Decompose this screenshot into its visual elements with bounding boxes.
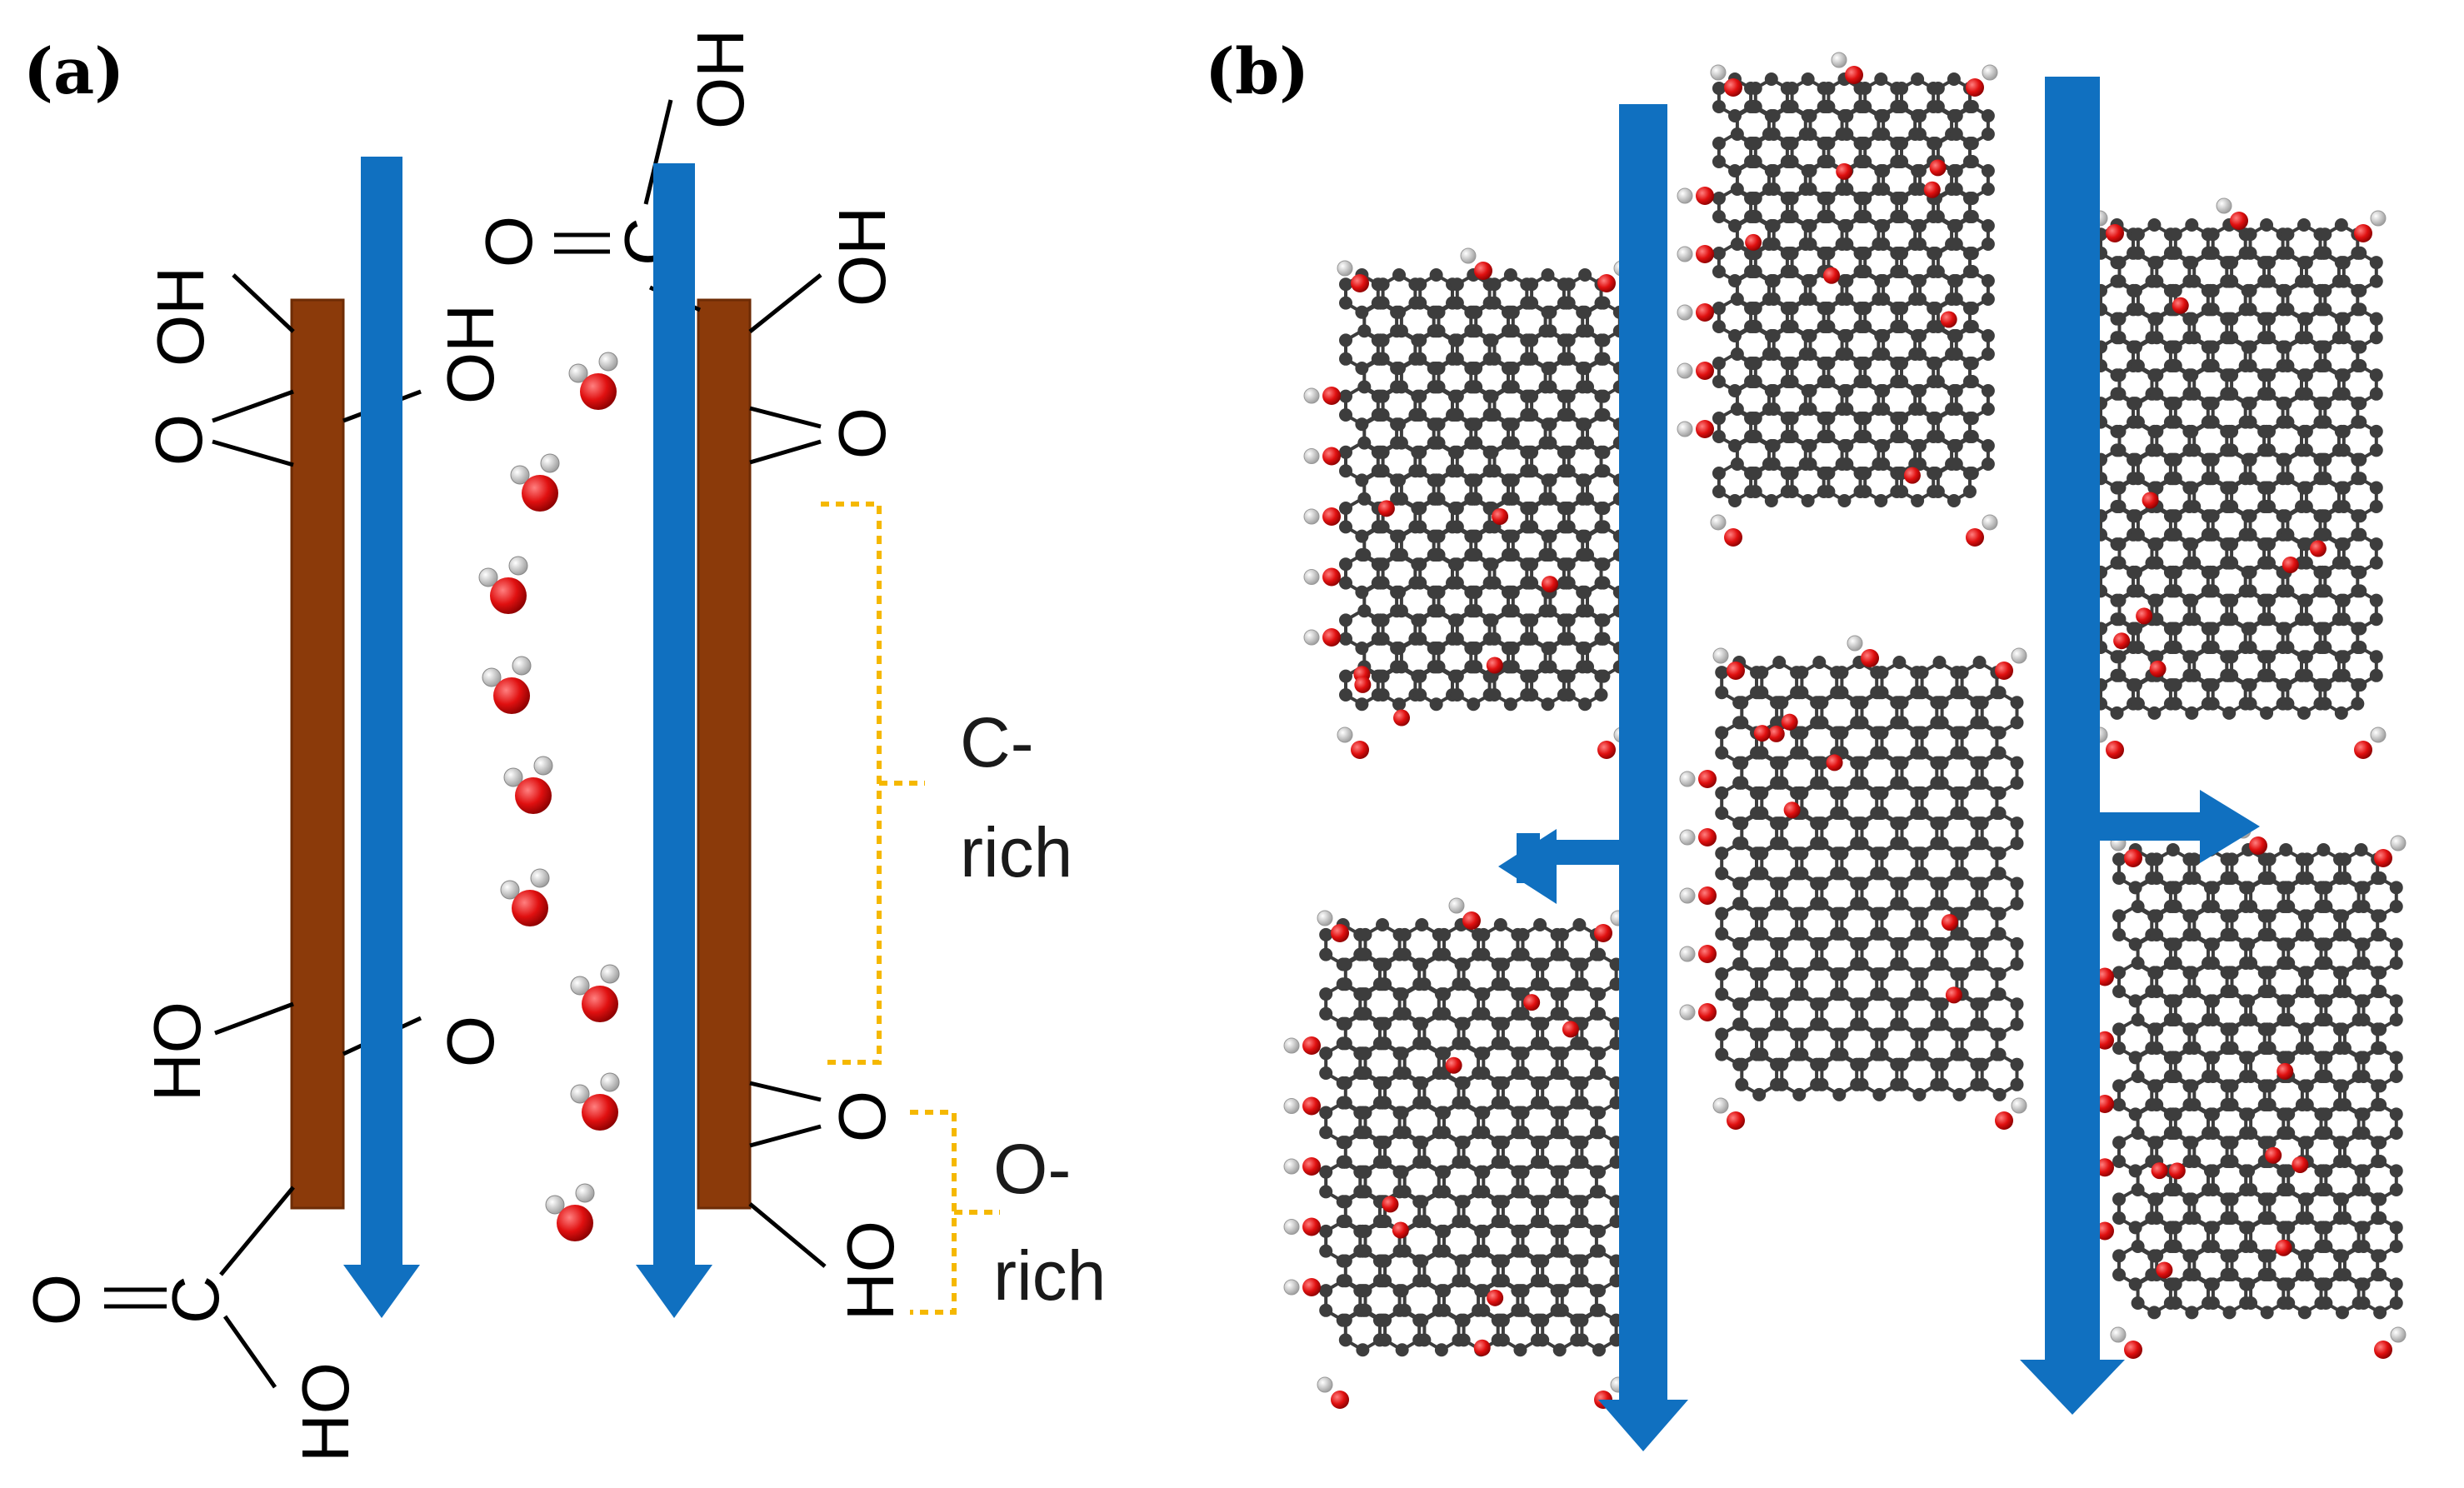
- label-oh-left-inner: OH: [433, 304, 507, 404]
- c-rich-line1: C-: [960, 703, 1034, 781]
- graphene-oxide-sheet-icon: [2077, 822, 2407, 1359]
- panel-a-label: (a): [23, 34, 124, 108]
- label-ho-carboxyl-bottom: HO: [288, 1362, 362, 1462]
- label-oh-carboxyl-top: OH: [683, 29, 757, 129]
- arrow-down-icon: [636, 163, 712, 1318]
- water-molecule-icon: [503, 756, 553, 814]
- label-oh-left-top: OH: [143, 267, 217, 367]
- water-molecule-icon: [500, 868, 550, 926]
- label-c-carboxyl-bottom: C: [158, 1276, 232, 1324]
- graphene-oxide-sheets: [1283, 52, 2407, 1409]
- panel-a-flow-arrows: [343, 157, 712, 1318]
- graphene-layer-right: [697, 298, 752, 1210]
- panel-b-flow-arrows: [1498, 77, 2260, 1451]
- label-ho-left-bottom: HO: [140, 1001, 214, 1101]
- graphene-oxide-sheet-icon: [1677, 52, 1998, 547]
- arrow-down-icon: [2020, 77, 2125, 1415]
- graphene-oxide-sheet-icon: [1679, 635, 2027, 1130]
- bracket-o-rich: [910, 1110, 957, 1315]
- panel-a: (a): [19, 29, 1106, 1462]
- arrow-down-icon: [343, 157, 420, 1318]
- brackets: [821, 502, 1000, 1315]
- branch-arrow-right: [2087, 790, 2260, 863]
- label-o-carbonyl-top: O: [472, 216, 546, 267]
- c-rich-line2: rich: [960, 813, 1072, 891]
- water-molecule-icon: [570, 964, 620, 1022]
- label-o-right-epoxide: O: [825, 407, 899, 459]
- label-ho-right-bottom: HO: [833, 1221, 907, 1321]
- branch-arrow-left: [1498, 829, 1662, 904]
- panel-b: (b): [1205, 34, 2407, 1451]
- graphene-oxide-sheet-icon: [2058, 197, 2387, 759]
- water-molecules: [478, 352, 620, 1241]
- graphene-oxide-sheet-icon: [1303, 247, 1630, 759]
- graphene-layer-left: [290, 298, 345, 1210]
- water-molecule-icon: [510, 453, 560, 512]
- water-molecule-icon: [478, 556, 528, 614]
- water-molecule-icon: [545, 1183, 595, 1241]
- bracket-c-rich: [821, 502, 882, 1065]
- label-oh-right-top: OH: [825, 207, 899, 307]
- panel-b-label: (b): [1205, 34, 1309, 108]
- graphene-oxide-sheet-icon: [1283, 897, 1627, 1409]
- o-rich-line2: rich: [993, 1236, 1106, 1315]
- water-molecule-icon: [482, 656, 532, 714]
- label-o-left-inner: O: [433, 1016, 507, 1067]
- label-o-left-epoxide: O: [142, 414, 216, 466]
- arrow-down-icon: [1598, 104, 1688, 1451]
- o-rich-line1: O-: [993, 1130, 1071, 1208]
- chem-labels: OH O OH HO O O C HO OH O C OH O O HO: [19, 29, 907, 1462]
- water-molecule-icon: [568, 352, 618, 410]
- label-o-carbonyl-bottom: O: [19, 1274, 93, 1326]
- label-o-right-bottom: O: [825, 1091, 899, 1142]
- water-molecule-icon: [570, 1072, 620, 1131]
